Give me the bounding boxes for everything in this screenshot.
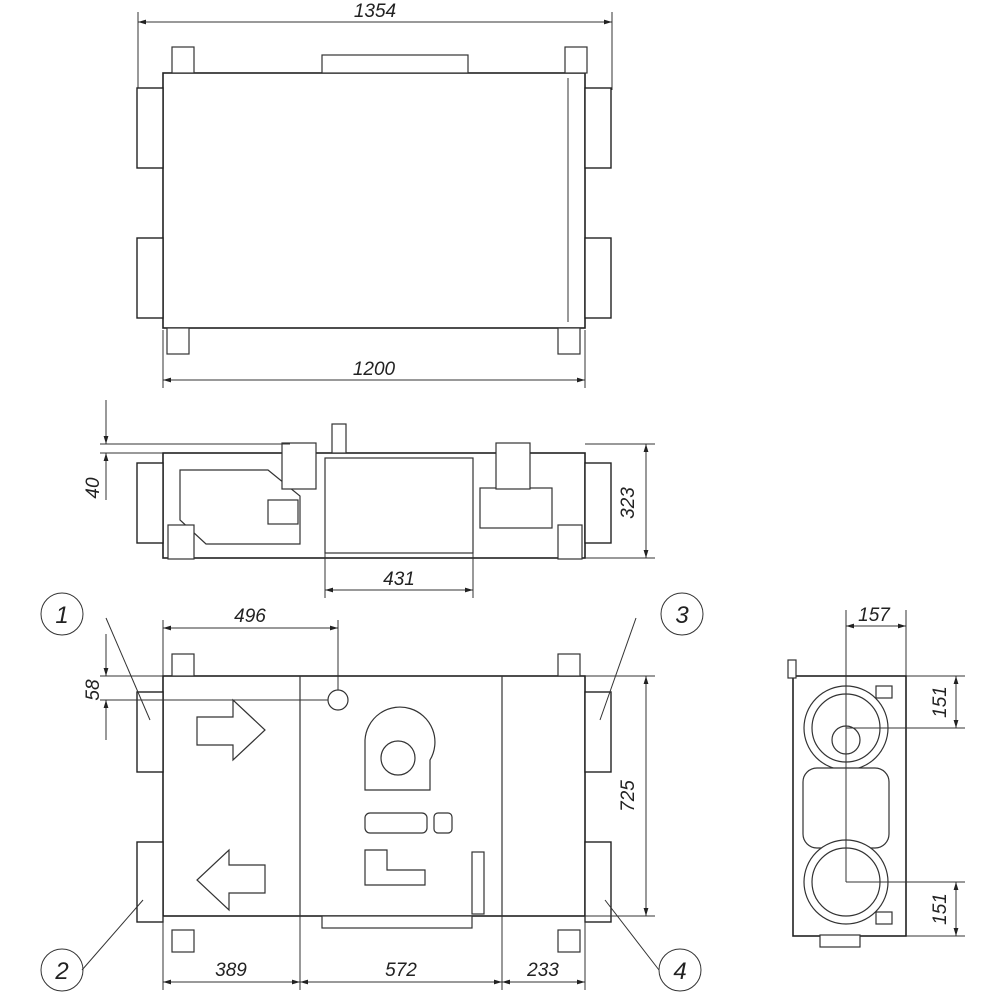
dimension-section-3: 233 [526,960,559,981]
internal-chamber [179,469,301,545]
callout-1-label: 1 [55,602,68,629]
dimension-duct-center-top: 151 [930,686,951,718]
top-view: 1354 1200 [136,1,613,388]
duct-spigot [584,691,612,773]
mounting-bracket [787,659,797,679]
callout-2 [40,948,84,992]
mounting-bracket [557,653,581,677]
dimension-duct-center-bottom: 151 [930,893,951,925]
nameplate [471,851,485,915]
panel-slot [433,812,453,834]
dimension-duct-offset: 157 [858,605,891,626]
airflow-arrow-left-icon [196,848,266,912]
condensate-drain [327,689,349,711]
center-panel [324,457,474,554]
dimension-section-1: 389 [215,960,247,981]
condensate-pipe [331,423,347,454]
duct-spigot [136,462,164,544]
callout-4-label: 4 [673,958,686,985]
callout-3-label: 3 [675,602,689,629]
hanger-bracket [495,442,531,490]
top-access-panel [321,54,469,74]
mounting-bracket [557,929,581,953]
mounting-bracket [171,929,195,953]
duct-spigot [584,237,612,319]
power-connector [819,934,861,948]
mounting-bracket [171,653,195,677]
mounting-bracket [564,46,588,74]
internal-module [267,499,299,525]
duct-spigot [584,841,612,923]
unit-body-top [162,72,586,329]
airflow-arrow-right-icon [196,698,266,762]
dimension-overall-width: 1354 [354,1,396,22]
mounting-bracket [557,327,581,355]
hanger-bracket [281,442,317,490]
callout-3 [660,592,704,636]
callout-1 [40,592,84,636]
bottom-panel [321,915,473,929]
duct-spigot [136,237,164,319]
duct-spigot [584,87,612,169]
front-view: 496 58 725 389 572 233 1 2 3 4 [40,592,704,992]
foot-bracket [167,524,195,560]
dimension-depth: 725 [618,780,639,812]
dimension-spigot-offset: 58 [83,679,104,701]
mounting-bracket [171,46,195,74]
mounting-bracket [166,327,190,355]
dimension-section-2: 572 [385,960,417,981]
dimension-body-width: 1200 [353,359,396,380]
electrical-box [479,487,553,529]
dimension-spigot-position: 496 [234,606,266,627]
panel-slot [364,849,426,886]
panel-slot [364,812,428,834]
callout-2-label: 2 [54,958,68,985]
foot-bracket [557,524,583,560]
duct-spigot [136,841,164,923]
dimension-height: 323 [618,487,639,519]
side-view: 40 323 431 [83,400,655,598]
duct-spigot [136,691,164,773]
duct-spigot [584,462,612,544]
dimension-service-width: 431 [383,569,415,590]
duct-spigot [136,87,164,169]
dimension-top-offset: 40 [83,477,104,499]
end-view: 157 151 151 [787,605,965,948]
